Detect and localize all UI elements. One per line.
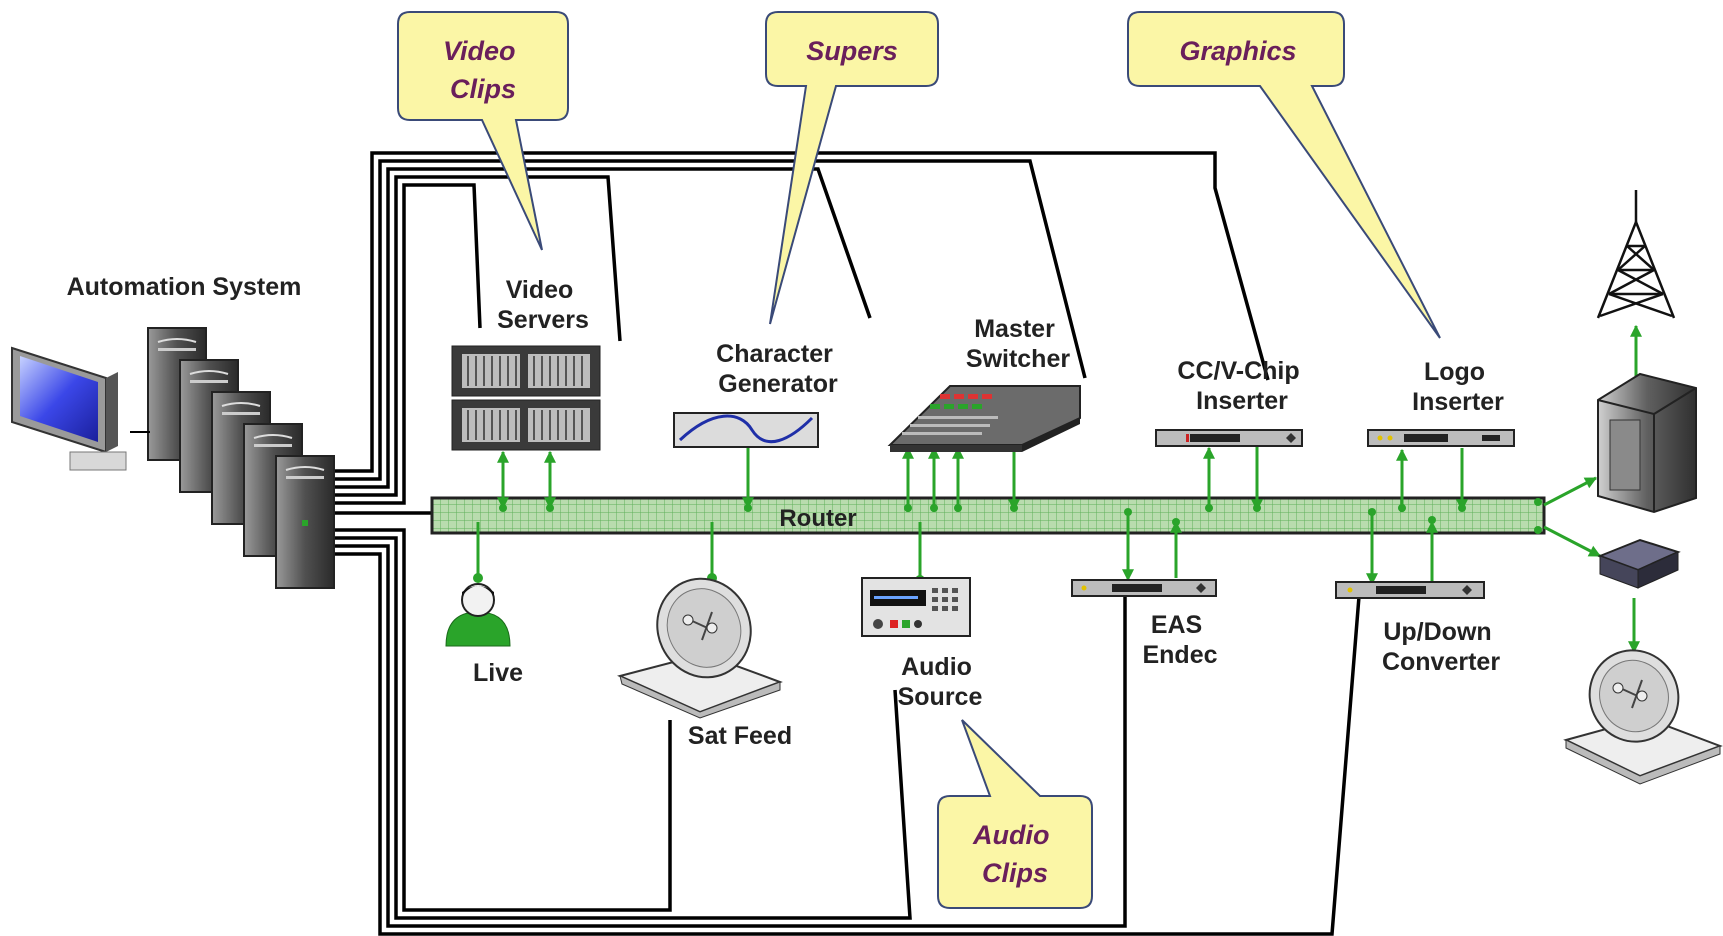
- video-server-icon: [451, 345, 601, 451]
- satellite-dish-icon: [1563, 649, 1723, 785]
- server-tower-icon: [130, 327, 335, 589]
- router-label: Router: [779, 505, 856, 532]
- callout-graphics: Graphics: [1127, 11, 1441, 339]
- modulator-icon: [1597, 538, 1681, 589]
- rack-unit-icon: [1367, 429, 1515, 447]
- master-switcher-icon: [887, 385, 1081, 452]
- callout-video-clips: Video Clips: [397, 11, 569, 251]
- character-generator-label: Character Generator: [716, 340, 840, 398]
- live-person-icon: [445, 583, 511, 647]
- character-generator-icon: [673, 412, 819, 448]
- rack-unit-icon: [1335, 581, 1485, 599]
- master-switcher-label: Master Switcher: [966, 315, 1070, 373]
- server-cabinet-icon: [1597, 372, 1697, 514]
- audio-source-icon: [861, 577, 971, 637]
- eas-endec-label: EAS Endec: [1142, 611, 1217, 669]
- rack-unit-icon: [1071, 579, 1217, 597]
- satellite-dish-icon: [617, 577, 783, 719]
- video-servers-label: Video Servers: [497, 276, 589, 334]
- signal-lines: [473, 324, 1642, 654]
- control-lines: [306, 151, 1363, 936]
- automation-system-label: Automation System: [67, 273, 302, 301]
- monitor-icon: [11, 346, 127, 471]
- logo-inserter-label: Logo Inserter: [1412, 358, 1504, 416]
- live-label: Live: [473, 659, 523, 687]
- sat-feed-label: Sat Feed: [688, 722, 792, 750]
- transmitter-tower-icon: [1596, 190, 1676, 319]
- svg-text:Video Clips: Video Clips: [443, 36, 523, 104]
- rack-unit-icon: [1155, 429, 1303, 447]
- router: Router: [430, 496, 1546, 535]
- up-down-converter-label: Up/Down Converter: [1382, 618, 1500, 676]
- svg-text:Audio Clips: Audio Clips: [972, 820, 1057, 888]
- cc-vchip-inserter-label: CC/V-Chip Inserter: [1177, 357, 1306, 415]
- svg-text:Graphics: Graphics: [1179, 36, 1296, 66]
- callout-supers: Supers: [765, 11, 939, 325]
- audio-source-label: Audio Source: [898, 653, 983, 711]
- callout-audio-clips: Audio Clips: [937, 719, 1093, 909]
- svg-text:Supers: Supers: [806, 36, 898, 66]
